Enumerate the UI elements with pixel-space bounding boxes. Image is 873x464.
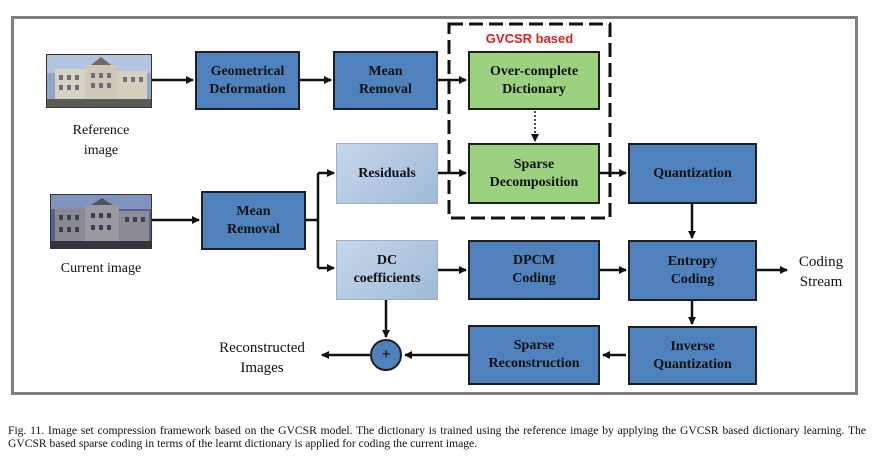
mean-removal-top-text: Mean Removal [359,63,412,97]
sparse-reconstruction-box: Sparse Reconstruction [468,325,600,385]
geometrical-deformation-text: Geometrical Deformation [209,63,286,97]
gvcsr-dashed-group [447,22,612,220]
dpcm-coding-box: DPCM Coding [468,240,600,300]
gvcsr-group-title: GVCSR based [485,31,574,46]
quantization-box: Quantization [628,143,757,204]
current-image-thumbnail [50,194,152,249]
entropy-coding-box: Entropy Coding [628,240,757,301]
coding-stream-label: Coding Stream [798,254,844,290]
adder-plus-node: + [370,339,402,371]
building-photo-icon [47,55,151,107]
dpcm-coding-text: DPCM Coding [512,253,556,286]
geometrical-deformation-box: Geometrical Deformation [195,51,300,110]
reconstructed-images-label: Reconstructed Images [219,340,305,376]
residuals-box: Residuals [336,143,438,204]
mean-removal-mid-text: Mean Removal [227,203,280,237]
overcomplete-dictionary-box: Over-complete Dictionary [468,51,600,110]
sparse-decomposition-box: Sparse Decomposition [468,143,600,204]
sparse-reconstruction-text: Sparse Reconstruction [488,338,580,371]
figure-caption: Fig. 11. Image set compression framework… [8,424,866,450]
residuals-text: Residuals [358,165,416,181]
overcomplete-dictionary-text: Over-complete Dictionary [489,63,579,97]
mean-removal-top-box: Mean Removal [333,51,438,110]
inverse-quantization-box: Inverse Quantization [628,326,757,385]
entropy-coding-text: Entropy Coding [667,253,718,287]
reference-image-thumbnail [46,54,152,108]
sparse-decomposition-text: Sparse Decomposition [489,156,579,190]
inverse-quantization-text: Inverse Quantization [653,338,732,372]
building-photo-dark-icon [51,195,151,248]
quantization-text: Quantization [653,165,732,181]
dc-coefficients-box: DC coefficients [336,240,438,300]
reference-image-label: Reference image [72,123,130,158]
mean-removal-mid-box: Mean Removal [201,191,306,250]
current-image-label: Current image [60,261,142,276]
dc-coefficients-text: DC coefficients [353,253,421,286]
